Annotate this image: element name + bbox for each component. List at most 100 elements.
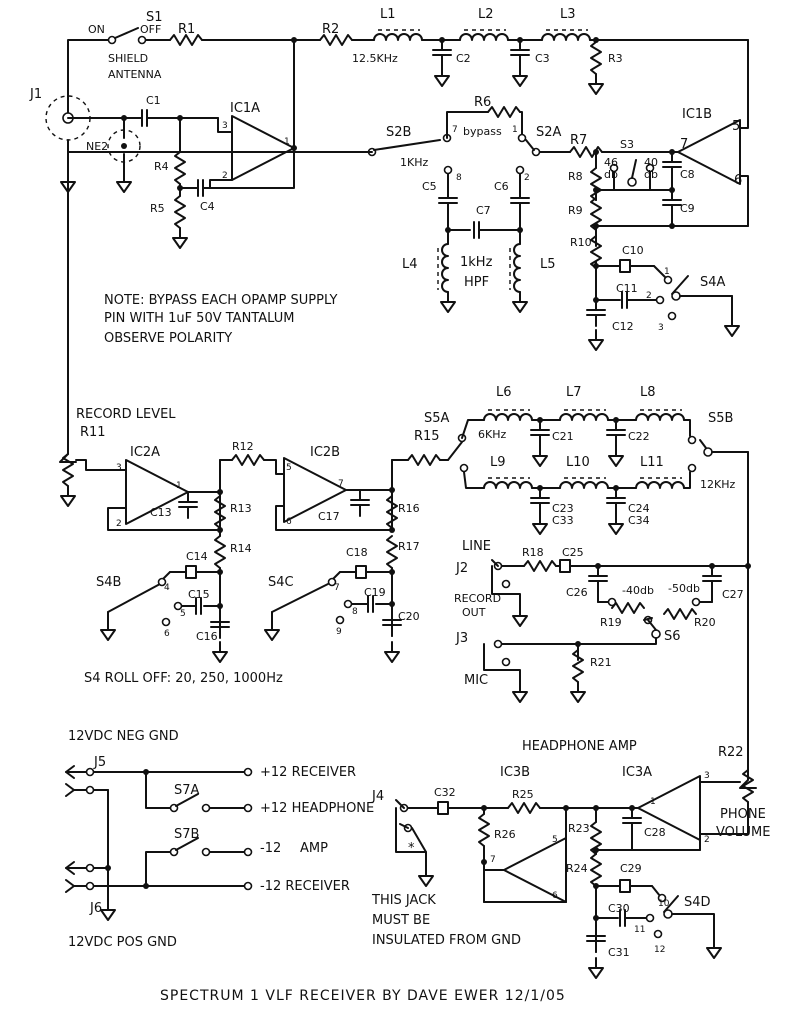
p3-label: 3 [116, 463, 122, 473]
ic3a-label: IC3A [622, 765, 652, 780]
ic2b-label: IC2B [310, 445, 340, 460]
c2-label: C2 [456, 52, 471, 65]
db40-label: 40 [644, 156, 658, 169]
c17-label: C17 [318, 510, 340, 523]
p6-label: 6 [286, 517, 292, 527]
c29-label: C29 [620, 862, 642, 875]
s4c-label: S4C [268, 575, 294, 590]
c13-label: C13 [150, 506, 172, 519]
r3-label: R3 [608, 52, 623, 65]
s3-label: S3 [620, 138, 634, 151]
p2-label: 2 [524, 173, 530, 183]
p7-label: 7 [338, 479, 344, 489]
l5-label: L5 [540, 257, 556, 272]
r21-label: R21 [590, 656, 612, 669]
c7-label: C7 [476, 204, 491, 217]
r19-label: R19 [600, 616, 622, 629]
ic3b-label: IC3B [500, 765, 530, 780]
j2-label: J2 [455, 561, 468, 576]
r18-label: R18 [522, 546, 544, 559]
c9-label: C9 [680, 202, 695, 215]
l8-label: L8 [640, 385, 656, 400]
p9-label: 9 [336, 627, 342, 637]
line-mic-labels: LINE J2 R18 C25 RECORD OUT C26 -40db -50… [454, 539, 744, 688]
headphone-amp-labels: HEADPHONE AMP IC3B IC3A R22 3 1 2 PHONE … [371, 739, 770, 959]
s4a-label: S4A [700, 275, 726, 290]
p1-label: 1 [176, 481, 182, 491]
r4-label: R4 [154, 160, 169, 173]
r14-label: R14 [230, 542, 252, 555]
hpf-2-label: HPF [464, 275, 489, 290]
r25-label: R25 [512, 788, 534, 801]
db46-label: 46 [604, 156, 618, 169]
l1-label: L1 [380, 7, 396, 22]
p8-label: 8 [352, 607, 358, 617]
amp-label: AMP [300, 841, 328, 856]
l6-label: L6 [496, 385, 512, 400]
c21-label: C21 [552, 430, 574, 443]
r16-label: R16 [398, 502, 420, 515]
r2-label: R2 [322, 22, 339, 37]
c6-label: C6 [494, 180, 509, 193]
mic-label: MIC [464, 673, 488, 688]
r9-label: R9 [568, 204, 583, 217]
bypass-3-label: OBSERVE POLARITY [104, 331, 232, 346]
p3-label: 3 [222, 121, 228, 131]
r7-label: R7 [570, 133, 587, 148]
c1-label: C1 [146, 94, 161, 107]
diagram-title: SPECTRUM 1 VLF RECEIVER BY DAVE EWER 12/… [160, 988, 566, 1004]
p2-label: 2 [646, 291, 652, 301]
s5b-label: S5B [708, 411, 733, 426]
c26-label: C26 [566, 586, 588, 599]
p5-label: 5 [286, 463, 292, 473]
j1-label: J1 [29, 87, 42, 102]
l3-label: L3 [560, 7, 576, 22]
p5-label: 5 [552, 835, 558, 845]
line-label: LINE [462, 539, 491, 554]
r23-label: R23 [568, 822, 590, 835]
headphone-amp-section [395, 759, 757, 979]
c12-label: C12 [612, 320, 634, 333]
c11-label: C11 [616, 282, 638, 295]
c10-label: C10 [622, 244, 644, 257]
l9-label: L9 [490, 455, 506, 470]
p5-label: 5 [180, 609, 186, 619]
s2a-label: S2A [536, 125, 562, 140]
c3-label: C3 [535, 52, 550, 65]
m12-rx-label: -12 RECEIVER [260, 879, 350, 894]
p6-label: 6 [552, 891, 558, 901]
bypass-label: bypass [463, 125, 502, 138]
l4-label: L4 [402, 257, 418, 272]
c22-label: C22 [628, 430, 650, 443]
c18-label: C18 [346, 546, 368, 559]
p2-label: 2 [704, 835, 710, 845]
p12-rx-label: +12 RECEIVER [260, 765, 356, 780]
c34-label: C34 [628, 514, 650, 527]
hpf-labels: R6 S2B 7 bypass 1 S2A R7 S3 46 db 40 db … [386, 95, 742, 333]
record-out-1-label: RECORD [454, 592, 501, 605]
p3-label: 3 [704, 771, 710, 781]
l10-label: L10 [566, 455, 590, 470]
c24-label: C24 [628, 502, 650, 515]
power-section [65, 765, 253, 921]
r5-label: R5 [150, 202, 165, 215]
khz6-label: 6KHz [478, 428, 506, 441]
jack-2-label: MUST BE [372, 913, 430, 928]
c28-label: C28 [644, 826, 666, 839]
ic1a-label: IC1A [230, 101, 260, 116]
c4-label: C4 [200, 200, 215, 213]
j6-label: J6 [89, 901, 102, 916]
c5-label: C5 [422, 180, 437, 193]
db-label: db [644, 168, 658, 181]
p8-label: 8 [456, 173, 462, 183]
m12-label: -12 [260, 841, 281, 856]
r10-label: R10 [570, 236, 592, 249]
p1-label: 1 [664, 267, 670, 277]
c30-label: C30 [608, 902, 630, 915]
r26-label: R26 [494, 828, 516, 841]
c31-label: C31 [608, 946, 630, 959]
star-label: * [408, 841, 415, 856]
db-label: db [604, 168, 618, 181]
r6-label: R6 [474, 95, 491, 110]
c19-label: C19 [364, 586, 386, 599]
